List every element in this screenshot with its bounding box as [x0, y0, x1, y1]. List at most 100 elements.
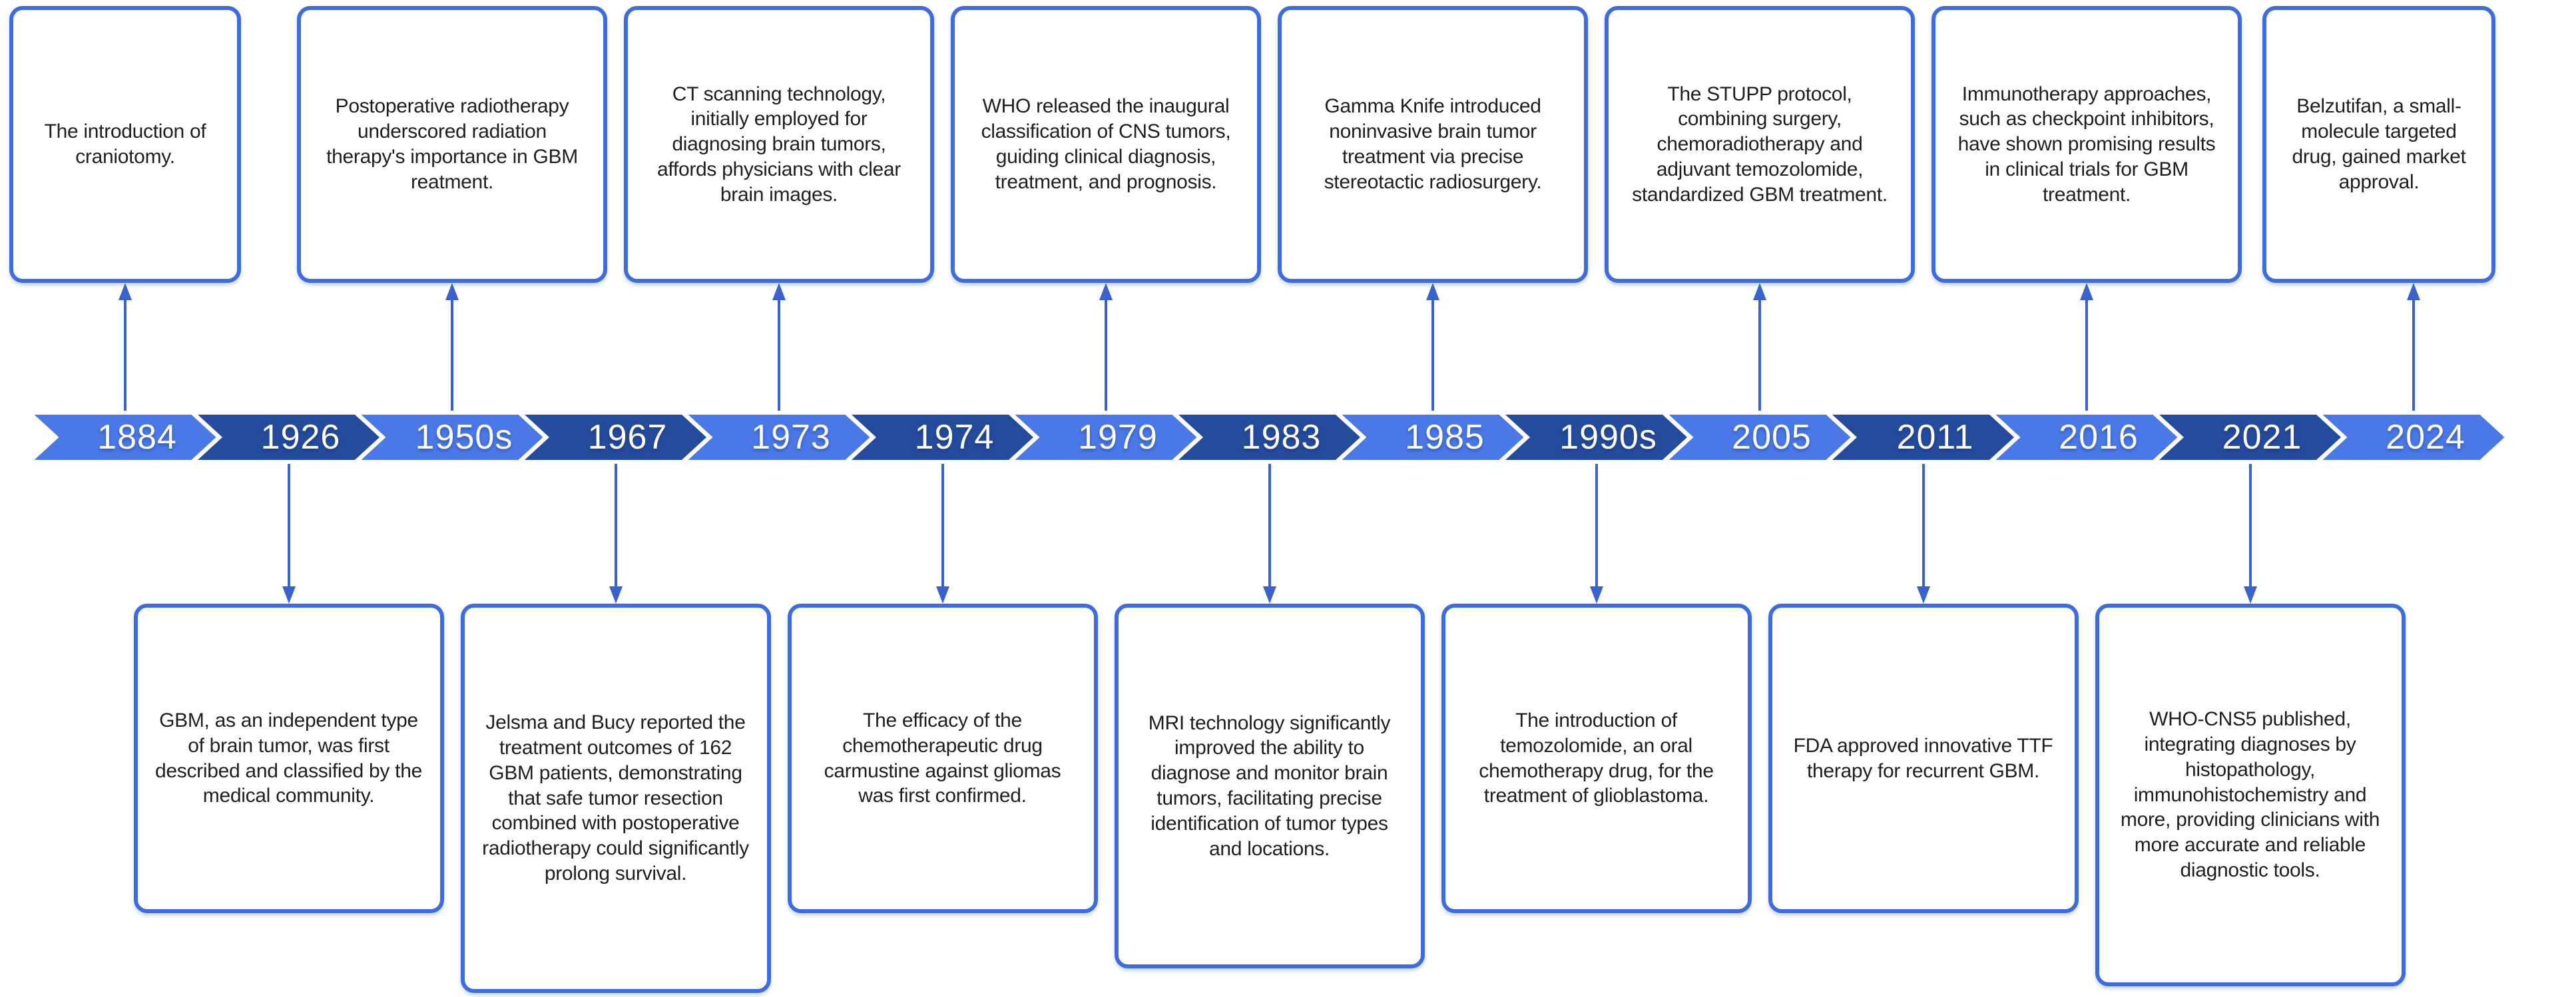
arrowhead-icon [1426, 283, 1439, 300]
chevron-fill [1178, 415, 1360, 460]
timeline-chevron-1973: 1973 [684, 411, 875, 464]
event-box-1974: The efficacy of the chemotherapeutic dru… [787, 604, 1098, 913]
chevron-fill [35, 415, 216, 460]
chevron-fill [2159, 415, 2341, 460]
timeline-chevron-1926: 1926 [193, 411, 384, 464]
year-label: 2011 [1896, 418, 1974, 457]
connector-line [1595, 464, 1598, 588]
connector-line [1758, 299, 1761, 411]
event-text: WHO-CNS5 published, integrating diagnose… [2120, 708, 2380, 881]
year-label: 2024 [2386, 418, 2465, 457]
event-text: Gamma Knife introduced noninvasive brain… [1324, 95, 1542, 193]
chevron-fill [2323, 415, 2505, 460]
event-box-1967: Jelsma and Bucy reported the treatment o… [460, 604, 771, 993]
arrowhead-icon [2407, 283, 2420, 300]
connector-line [1922, 464, 1925, 588]
event-text: The STUPP protocol, combining surgery, c… [1632, 83, 1888, 206]
connector-line [1268, 464, 1271, 588]
event-text: Immunotherapy approaches, such as checkp… [1957, 83, 2216, 206]
event-text: Belzutifan, a small-molecule targeted dr… [2292, 95, 2466, 193]
event-text: The efficacy of the chemotherapeutic dru… [824, 709, 1061, 807]
arrowhead-icon [119, 283, 132, 300]
timeline-chevron-1990s: 1990s [1501, 411, 1692, 464]
chevron-fill [198, 415, 380, 460]
year-label: 1979 [1078, 418, 1158, 457]
timeline-chevron-1985: 1985 [1338, 411, 1529, 464]
event-box-2016: Immunotherapy approaches, such as checkp… [1932, 6, 2242, 283]
year-label: 2005 [1732, 418, 1812, 457]
timeline-chevron-1983: 1983 [1174, 411, 1365, 464]
event-text: The introduction of temozolomide, an ora… [1479, 709, 1714, 807]
event-box-2024: Belzutifan, a small-molecule targeted dr… [2262, 6, 2495, 283]
chevron-fill [362, 415, 543, 460]
chevron-fill [1832, 415, 2014, 460]
timeline-chevron-1884: 1884 [30, 411, 221, 464]
year-label: 2016 [2059, 418, 2139, 457]
event-text: The introduction of craniotomy. [44, 120, 206, 168]
arrowhead-icon [1099, 283, 1113, 300]
timeline-chevron-2011: 2011 [1828, 411, 2019, 464]
arrowhead-icon [1589, 586, 1603, 604]
year-label: 1974 [914, 418, 995, 457]
year-label: 1983 [1241, 418, 1322, 457]
event-text: WHO released the inaugural classificatio… [981, 95, 1231, 193]
chevron-fill [525, 415, 706, 460]
arrowhead-icon [2080, 283, 2093, 300]
connector-line [941, 464, 944, 588]
timeline-chevron-1979: 1979 [1011, 411, 1202, 464]
year-label: 1926 [260, 418, 341, 457]
event-text: CT scanning technology, initially employ… [657, 83, 901, 206]
timeline-chevron-1967: 1967 [520, 411, 711, 464]
timeline-chevron-1950s: 1950s [357, 411, 548, 464]
event-text: FDA approved innovative TTF therapy for … [1793, 734, 2053, 782]
event-box-1979: WHO released the inaugural classificatio… [951, 6, 1261, 283]
chevron-fill [1669, 415, 1851, 460]
connector-line [2085, 299, 2088, 411]
chevron-fill [1505, 415, 1687, 460]
chevron-fill [1342, 415, 1524, 460]
event-box-1973: CT scanning technology, initially employ… [624, 6, 934, 283]
arrowhead-icon [282, 586, 296, 604]
connector-line [1105, 299, 1107, 411]
event-box-1983: MRI technology significantly improved th… [1114, 604, 1425, 968]
event-box-1990s: The introduction of temozolomide, an ora… [1441, 604, 1752, 913]
arrowhead-icon [1262, 586, 1276, 604]
event-text: Jelsma and Bucy reported the treatment o… [482, 711, 749, 885]
chevron-fill [688, 415, 870, 460]
event-box-1884: The introduction of craniotomy. [9, 6, 241, 283]
connector-line [2412, 299, 2415, 411]
timeline-chevron-2016: 2016 [1991, 411, 2183, 464]
connector-line [451, 299, 453, 411]
arrowhead-icon [1916, 586, 1930, 604]
timeline-chevron-1974: 1974 [847, 411, 1038, 464]
connector-line [614, 464, 617, 588]
chevron-fill [1015, 415, 1197, 460]
timeline-chevron-2024: 2024 [2318, 411, 2509, 464]
arrowhead-icon [609, 586, 623, 604]
arrowhead-icon [445, 283, 459, 300]
arrowhead-icon [1753, 283, 1766, 300]
timeline-chevron-2021: 2021 [2155, 411, 2346, 464]
year-label: 1973 [751, 418, 831, 457]
year-label: 1950s [415, 418, 513, 457]
connector-line [778, 299, 780, 411]
event-text: GBM, as an independent type of brain tum… [155, 709, 422, 807]
year-label: 1985 [1405, 418, 1485, 457]
year-label: 1884 [97, 418, 177, 457]
event-text: Postoperative radiotherapy underscored r… [326, 95, 578, 193]
timeline-chevron-2005: 2005 [1665, 411, 1856, 464]
event-box-2005: The STUPP protocol, combining surgery, c… [1605, 6, 1915, 283]
event-text: MRI technology significantly improved th… [1148, 711, 1391, 860]
chevron-fill [852, 415, 1033, 460]
connector-line [1431, 299, 1434, 411]
event-box-2021: WHO-CNS5 published, integrating diagnose… [2095, 604, 2406, 986]
arrowhead-icon [772, 283, 786, 300]
event-box-2011: FDA approved innovative TTF therapy for … [1768, 604, 2079, 913]
connector-line [124, 299, 127, 411]
chevron-fill [1996, 415, 2178, 460]
arrowhead-icon [935, 586, 949, 604]
event-box-1926: GBM, as an independent type of brain tum… [133, 604, 444, 913]
connector-line [2248, 464, 2252, 588]
event-box-1950s: Postoperative radiotherapy underscored r… [297, 6, 607, 283]
